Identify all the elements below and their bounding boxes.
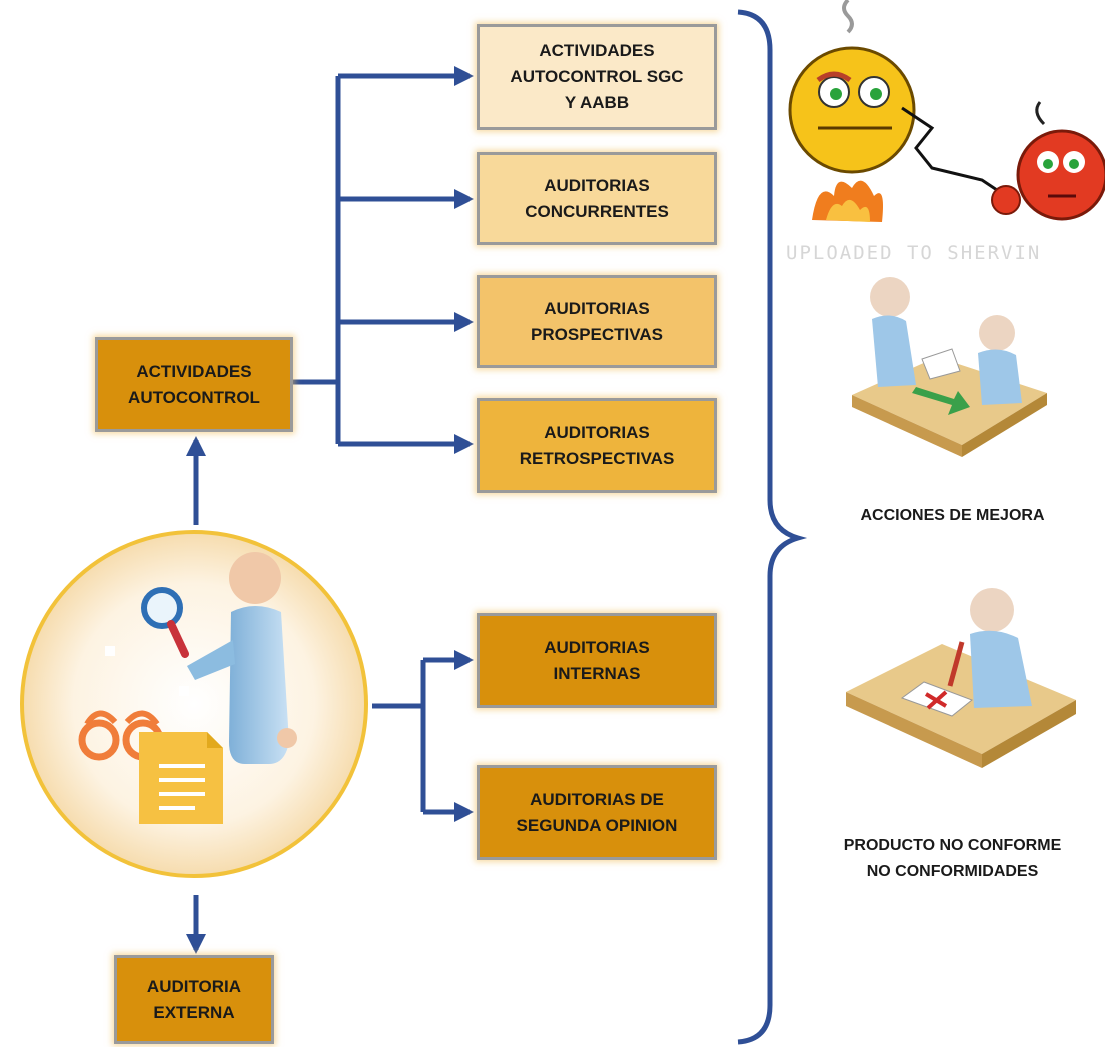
- box-actividades-autocontrol: ACTIVIDADES AUTOCONTROL: [95, 337, 293, 432]
- box-actividades-autocontrol-sgc: ACTIVIDADES AUTOCONTROL SGC Y AABB: [477, 24, 717, 130]
- watermark-text: UPLOADED TO SHERVIN: [786, 242, 1042, 264]
- trunk-top: [290, 76, 341, 444]
- box-auditorias-concurrentes: AUDITORIAS CONCURRENTES: [477, 152, 717, 245]
- curly-brace: [737, 9, 808, 1045]
- emoticons-illustration: UPLOADED TO SHERVIN: [782, 0, 1105, 264]
- trunk-bottom: [372, 660, 426, 812]
- box-auditorias-internas: AUDITORIAS INTERNAS: [477, 613, 717, 708]
- auditor-illustration: [19, 528, 369, 880]
- box-auditorias-retrospectivas: AUDITORIAS RETROSPECTIVAS: [477, 398, 717, 493]
- box-auditorias-segunda-opinion: AUDITORIAS DE SEGUNDA OPINION: [477, 765, 717, 860]
- caption-acciones-mejora: ACCIONES DE MEJORA: [860, 507, 1045, 524]
- caption-producto-no-conforme: PRODUCTO NO CONFORME NO CONFORMIDADES: [843, 837, 1062, 880]
- handover-illustration: [842, 275, 1057, 475]
- box-auditorias-prospectivas: AUDITORIAS PROSPECTIVAS: [477, 275, 717, 368]
- nonconformity-illustration: [842, 582, 1080, 777]
- box-auditoria-externa: AUDITORIA EXTERNA: [114, 955, 274, 1044]
